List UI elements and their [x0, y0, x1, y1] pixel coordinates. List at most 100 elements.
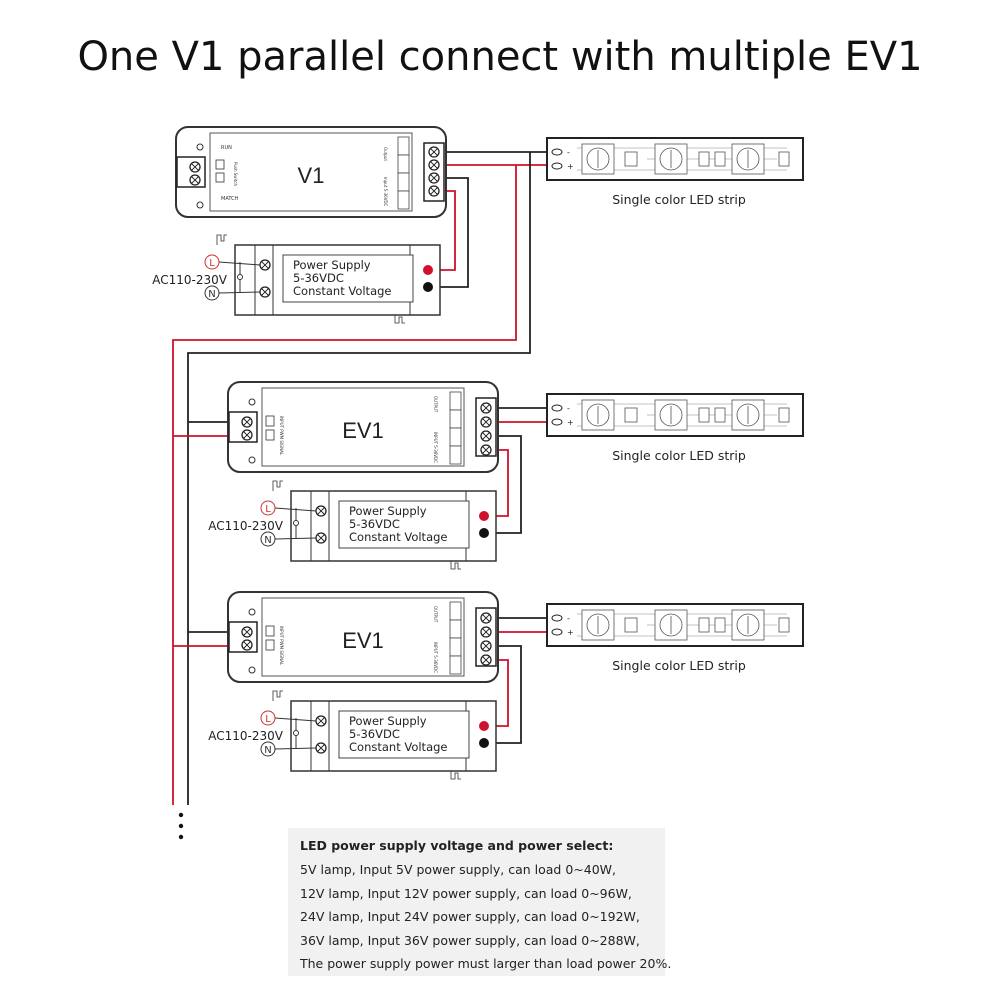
v1-controller: V1 RUN MATCH Push Switch Output Input 5-… [175, 126, 447, 218]
device-label: V1 [298, 163, 325, 188]
terminal-screw [428, 146, 440, 158]
strip-minus: - [567, 614, 570, 623]
terminal-screw [480, 626, 492, 638]
match-label: MATCH [221, 196, 239, 202]
run-label: RUN [221, 145, 232, 151]
strip-label: Single color LED strip [612, 658, 746, 673]
strip-minus: - [567, 148, 570, 157]
diagram-title: One V1 parallel connect with multiple EV… [77, 34, 923, 80]
terminal-screw [315, 505, 327, 517]
terminal-screw [480, 612, 492, 624]
psu-type: Constant Voltage [293, 284, 392, 298]
output-label: OUTPUT [433, 606, 438, 623]
terminal-screw [428, 185, 440, 197]
output-label: OUTPUT [433, 396, 438, 413]
ac-input-label: AC110-230V [152, 273, 228, 287]
dc-positive-terminal [479, 721, 489, 731]
live-label: L [209, 258, 215, 269]
terminal-screw [241, 639, 253, 651]
ac-input-label: AC110-230V [208, 729, 284, 743]
terminal-screw [480, 444, 492, 456]
neutral-icon [260, 741, 276, 757]
input-terminal-block [228, 411, 258, 443]
pwm-input-label: INPUT PWM SIGNAL [279, 626, 284, 666]
psu-type: Constant Voltage [349, 530, 448, 544]
psu-type: Constant Voltage [349, 740, 448, 754]
terminal-screw [189, 161, 201, 173]
continuation-dots [178, 812, 184, 840]
note-line: 36V lamp, Input 36V power supply, can lo… [300, 933, 640, 948]
led-strip: - + Single color LED strip [546, 603, 804, 673]
neutral-icon [260, 531, 276, 547]
terminal-screw [315, 715, 327, 727]
led-strip: - + Single color LED strip [546, 137, 804, 207]
terminal-screw [480, 416, 492, 428]
terminal-screw [480, 640, 492, 652]
dc-positive-terminal [423, 265, 433, 275]
terminal-screw [428, 159, 440, 171]
live-icon [260, 500, 276, 516]
dc-negative-terminal [479, 738, 489, 748]
bus-negative-wire [187, 152, 531, 805]
live-label: L [265, 504, 271, 515]
psu-voltage: 5-36VDC [293, 271, 344, 285]
note-line: 12V lamp, Input 12V power supply, can lo… [300, 886, 632, 901]
live-icon [204, 254, 220, 270]
power-supply: Power Supply 5-36VDC Constant Voltage L … [208, 480, 497, 570]
live-icon [260, 710, 276, 726]
note-line: The power supply power must larger than … [300, 956, 672, 971]
ac-input-label: AC110-230V [208, 519, 284, 533]
power-select-note: LED power supply voltage and power selec… [288, 828, 671, 976]
neutral-label: N [264, 535, 271, 546]
neutral-label: N [264, 745, 271, 756]
led-strip: - + Single color LED strip [546, 393, 804, 463]
dc-negative-terminal [423, 282, 433, 292]
device-label: EV1 [342, 628, 384, 653]
device-label: EV1 [342, 418, 384, 443]
terminal-screw [259, 286, 271, 298]
psu-voltage: 5-36VDC [349, 517, 400, 531]
bus-positive-wire [172, 165, 517, 805]
terminal-screw [241, 416, 253, 428]
terminal-screw [315, 532, 327, 544]
note-heading: LED power supply voltage and power selec… [300, 838, 614, 853]
note-line: 5V lamp, Input 5V power supply, can load… [300, 862, 616, 877]
psu-title: Power Supply [349, 714, 427, 728]
output-label: Output [383, 147, 388, 161]
terminal-screw [315, 742, 327, 754]
switch-label: Push Switch [233, 162, 238, 186]
neutral-label: N [208, 289, 215, 300]
note-line: 24V lamp, Input 24V power supply, can lo… [300, 909, 640, 924]
psu-title: Power Supply [293, 258, 371, 272]
terminal-screw [189, 174, 201, 186]
ev1-psu-negative-wire [484, 435, 522, 534]
output-terminal-block [423, 142, 445, 202]
ev1-receiver: EV1 INPUT PWM SIGNAL OUTPUT INPUT 5-36VD… [227, 591, 499, 683]
psu-title: Power Supply [349, 504, 427, 518]
power-supply: Power Supply 5-36VDC Constant Voltage L … [208, 690, 497, 780]
strip-plus: + [567, 418, 574, 427]
terminal-screw [428, 172, 440, 184]
terminal-screw [259, 259, 271, 271]
input-label: INPUT 5-36VDC [433, 642, 438, 673]
neutral-icon [204, 285, 220, 301]
strip-label: Single color LED strip [612, 448, 746, 463]
ev1-receiver: EV1 INPUT PWM SIGNAL OUTPUT INPUT 5-36VD… [227, 381, 499, 473]
ev1-psu-negative-wire [484, 645, 522, 744]
strip-plus: + [567, 162, 574, 171]
dc-negative-terminal [479, 528, 489, 538]
v1-psu-positive-wire [428, 190, 456, 271]
power-supply: Power Supply 5-36VDC Constant Voltage L … [152, 234, 441, 324]
strip-plus: + [567, 628, 574, 637]
terminal-screw [241, 626, 253, 638]
terminal-screw [480, 654, 492, 666]
v1-psu-negative-wire [428, 177, 469, 288]
input-label: INPUT 5-36VDC [433, 432, 438, 463]
psu-voltage: 5-36VDC [349, 727, 400, 741]
strip-label: Single color LED strip [612, 192, 746, 207]
strip-minus: - [567, 404, 570, 413]
dc-positive-terminal [479, 511, 489, 521]
input-label: Input 5-36VDC [383, 177, 388, 207]
pwm-input-label: INPUT PWM SIGNAL [279, 416, 284, 456]
